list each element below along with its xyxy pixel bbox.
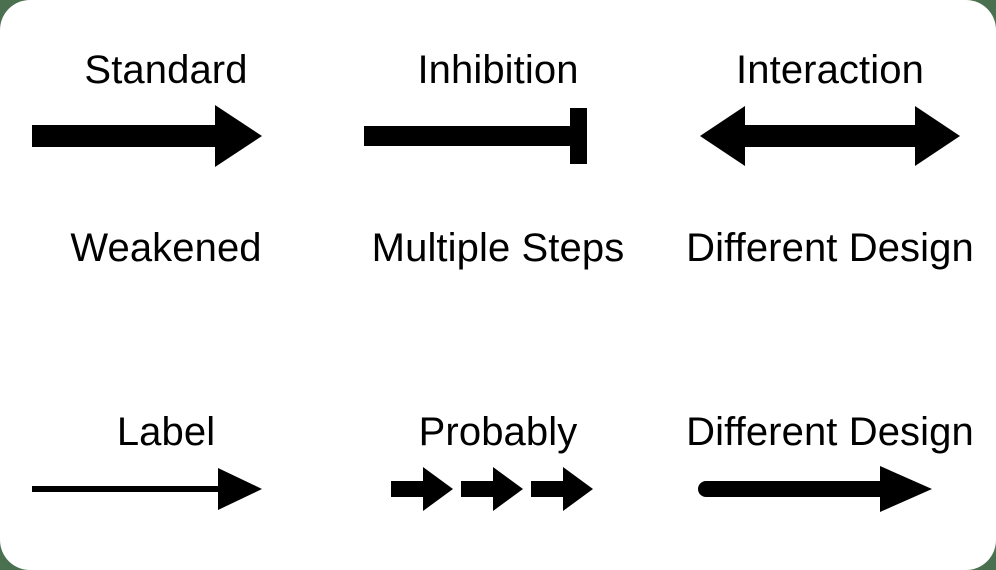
legend-item-weakened[interactable]: Weakened <box>0 180 332 510</box>
legend-item-standard[interactable]: Standard <box>0 0 332 180</box>
triple-short-arrow-icon <box>332 458 664 520</box>
legend-label-interaction: Interaction <box>736 48 924 92</box>
legend-label-different-design-rounded: Different Design <box>686 226 974 270</box>
legend-item-interaction[interactable]: Interaction <box>664 0 996 180</box>
double-headed-arrow-icon <box>664 100 996 172</box>
legend-item-different-design-chevron[interactable]: Different Design <box>664 360 996 550</box>
solid-arrow-right-icon <box>0 100 332 172</box>
legend-label-weakened: Weakened <box>70 226 262 270</box>
legend-label-probably: Probably <box>418 410 578 454</box>
legend-label-multiple-steps: Multiple Steps <box>371 226 625 270</box>
legend-item-inhibition[interactable]: Inhibition <box>332 0 664 180</box>
legend-item-probably[interactable]: Probably <box>332 360 664 550</box>
legend-item-different-design-rounded[interactable]: Different Design <box>664 180 996 512</box>
thin-arrow-right-icon <box>0 458 332 520</box>
legend-label-standard: Standard <box>84 48 248 92</box>
legend-label-inhibition: Inhibition <box>417 48 579 92</box>
bar-end-line-icon <box>332 100 664 172</box>
legend-item-multiple-steps[interactable]: Multiple Steps <box>332 180 664 511</box>
legend-label-different-design-chevron: Different Design <box>686 410 974 454</box>
legend-label-label: Label <box>116 410 216 454</box>
legend-item-label[interactable]: Label <box>0 360 332 550</box>
rounded-shaft-arrow-icon <box>664 458 996 520</box>
